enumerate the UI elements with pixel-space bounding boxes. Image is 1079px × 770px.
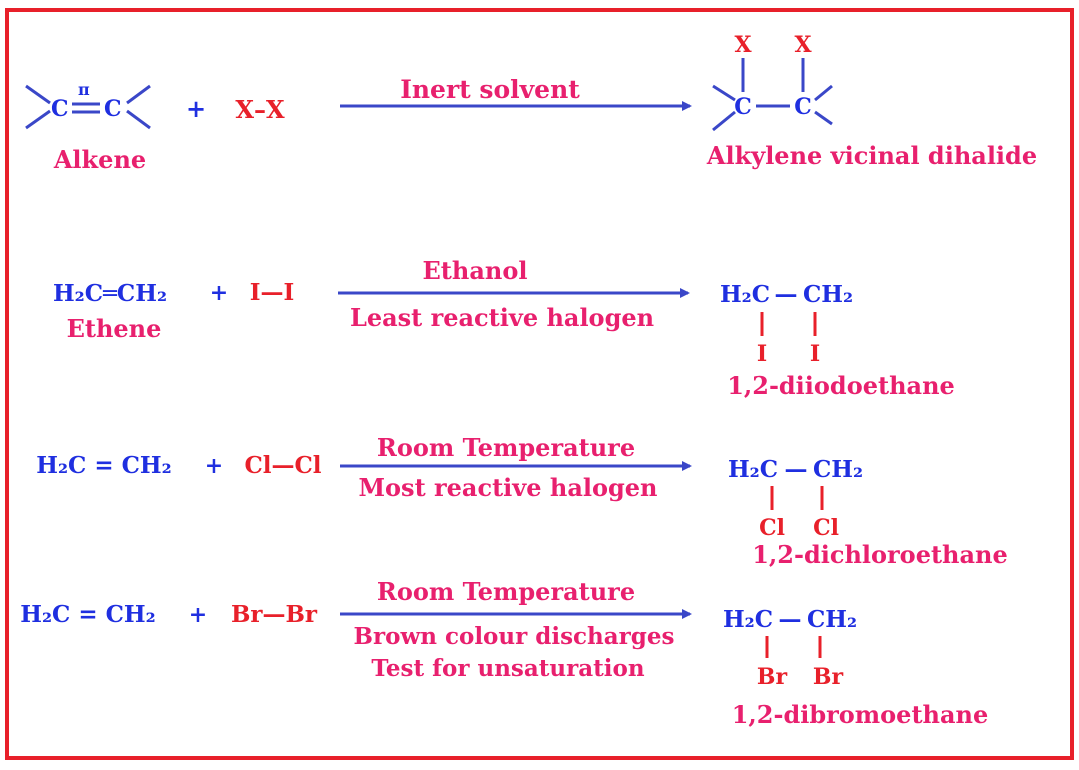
product-bond-lower-left [712,110,736,132]
halogen-right: Cl [813,515,839,541]
alkene-carbon-right: C [104,96,122,122]
product-left-group: H₂C [720,281,770,308]
condition-label: Inert solvent [400,75,580,104]
product-name: 1,2-dichloroethane [752,540,1008,569]
halogen-right: I [810,341,820,367]
product-single-bond: — [779,606,802,633]
reaction-bromine: H₂C = CH₂ + Br—Br Room Temperature Brown… [20,577,988,729]
halogen-reagent: Cl—Cl [244,452,321,479]
halogen-left: I [757,341,767,367]
reactant-name: Ethene [67,314,162,343]
product-name: 1,2-diiodoethane [727,371,955,400]
plus-sign: + [205,453,223,479]
condition-bottom: Test for unsaturation [371,655,644,682]
product-single-bond: — [775,281,798,308]
condition-top: Room Temperature [377,577,635,606]
reaction-chlorine: H₂C = CH₂ + Cl—Cl Room Temperature Most … [36,433,1008,569]
condition-top: Ethanol [423,256,528,285]
alkene-bond-upper-right [126,84,151,105]
reactant-formula: H₂C═CH₂ [53,280,167,307]
condition-middle: Brown colour discharges [354,623,675,650]
product-halogen-right: X [794,32,812,58]
plus-sign: + [210,280,228,306]
product-carbon-left: C [734,94,752,120]
product-left-group: H₂C [723,606,773,633]
halogen-reagent: X–X [235,95,285,124]
condition-top: Room Temperature [377,433,635,462]
pi-bond-label: π [78,80,90,99]
product-name: Alkylene vicinal dihalide [706,141,1037,170]
product-bond-lower-right [814,110,833,126]
reactant-formula: H₂C = CH₂ [20,601,156,628]
reaction-iodine: H₂C═CH₂ Ethene + I—I Ethanol Least react… [53,256,955,400]
product-left-group: H₂C [728,456,778,483]
plus-sign: + [186,94,206,123]
product-right-group: CH₂ [813,456,863,483]
halogen-reagent: I—I [250,279,295,306]
halogen-left: Cl [759,515,785,541]
diagram-frame [5,8,1074,760]
condition-bottom: Most reactive halogen [358,473,657,502]
product-right-group: CH₂ [803,281,853,308]
product-name: 1,2-dibromoethane [732,700,989,729]
halogen-left: Br [757,664,788,690]
product-bond-upper-right [814,84,833,102]
alkene-name: Alkene [53,145,146,174]
halogen-right: Br [813,664,844,690]
product-carbon-right: C [794,94,812,120]
alkene-bond-upper-left [25,84,51,105]
halogen-reagent: Br—Br [231,601,318,628]
alkene-bond-lower-left [25,109,51,130]
reactant-formula: H₂C = CH₂ [36,452,172,479]
product-bond-upper-left [712,84,736,102]
product-single-bond: — [785,456,808,483]
product-right-group: CH₂ [807,606,857,633]
product-halogen-left: X [734,32,752,58]
general-reaction: C π C Alkene + X–X Inert solvent X X C C… [25,32,1037,174]
alkene-carbon-left: C [51,96,69,122]
condition-bottom: Least reactive halogen [350,303,654,332]
alkene-bond-lower-right [126,109,151,130]
plus-sign: + [189,602,207,628]
